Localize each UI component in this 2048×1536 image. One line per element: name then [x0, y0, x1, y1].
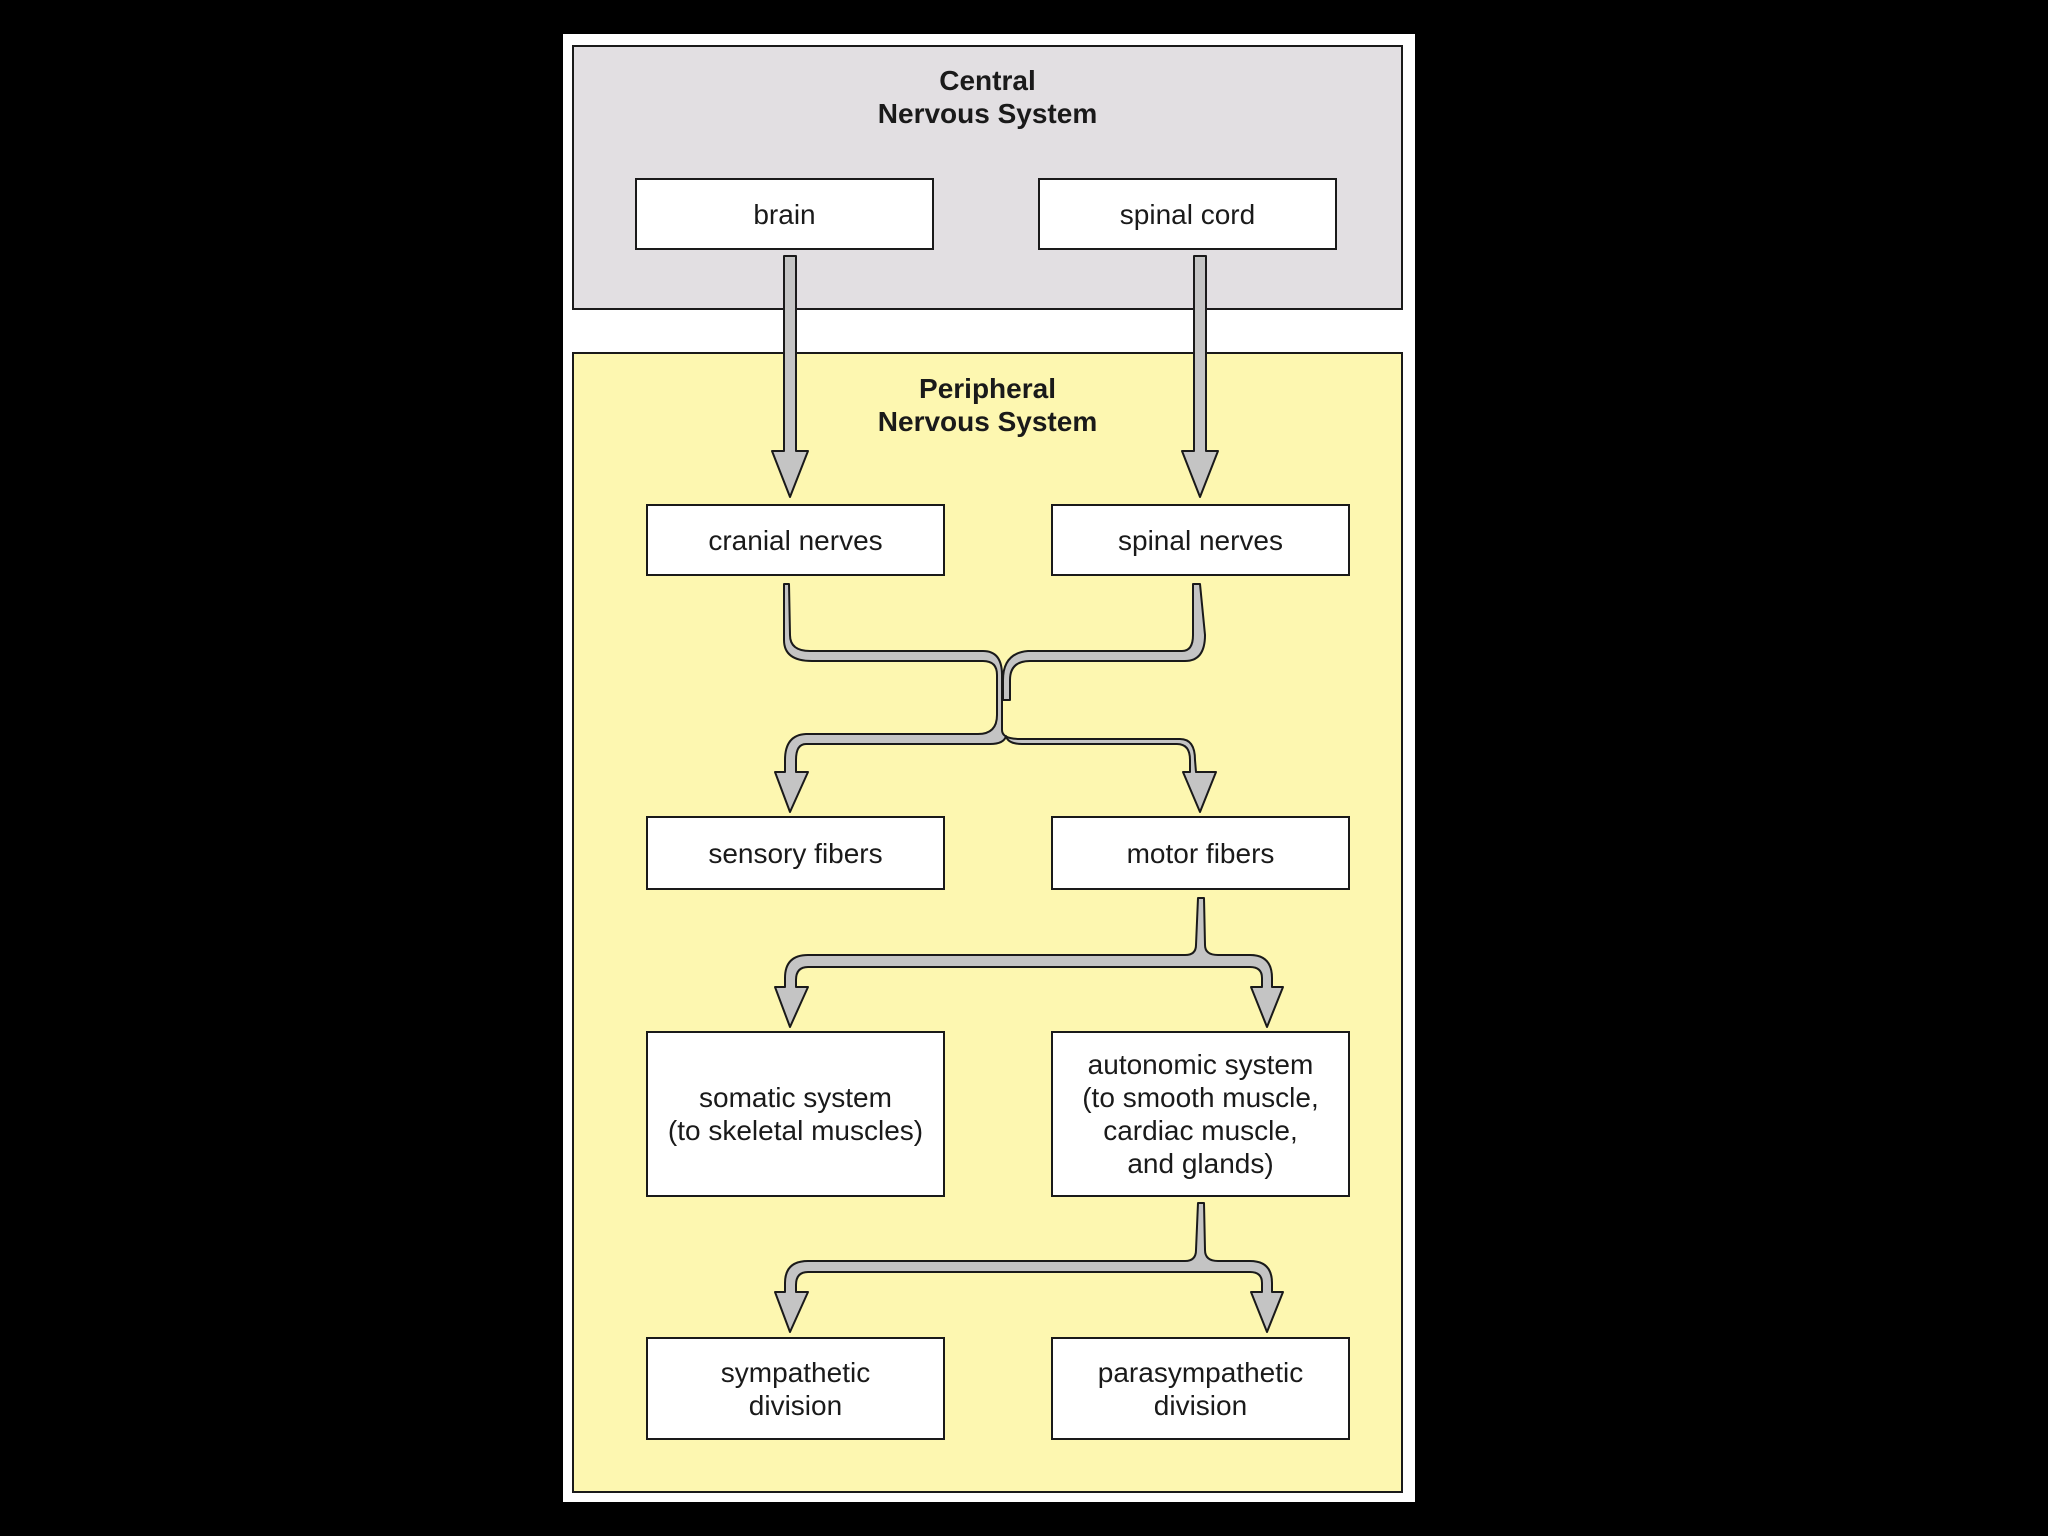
sensory-fibers-box: sensory fibers: [646, 816, 945, 890]
cranial-nerves-box: cranial nerves: [646, 504, 945, 576]
cns-title: Central Nervous System: [877, 65, 1098, 129]
parasympathetic-division-box: parasympathetic division: [1051, 1337, 1350, 1440]
motor-fibers-box: motor fibers: [1051, 816, 1350, 890]
cns-panel: Central Nervous System: [572, 45, 1403, 310]
spinal-nerves-box: spinal nerves: [1051, 504, 1350, 576]
spinal-cord-box: spinal cord: [1038, 178, 1337, 250]
autonomic-system-box: autonomic system (to smooth muscle, card…: [1051, 1031, 1350, 1197]
pns-title: Peripheral Nervous System: [877, 373, 1098, 437]
sympathetic-division-box: sympathetic division: [646, 1337, 945, 1440]
brain-box: brain: [635, 178, 934, 250]
somatic-system-box: somatic system (to skeletal muscles): [646, 1031, 945, 1197]
